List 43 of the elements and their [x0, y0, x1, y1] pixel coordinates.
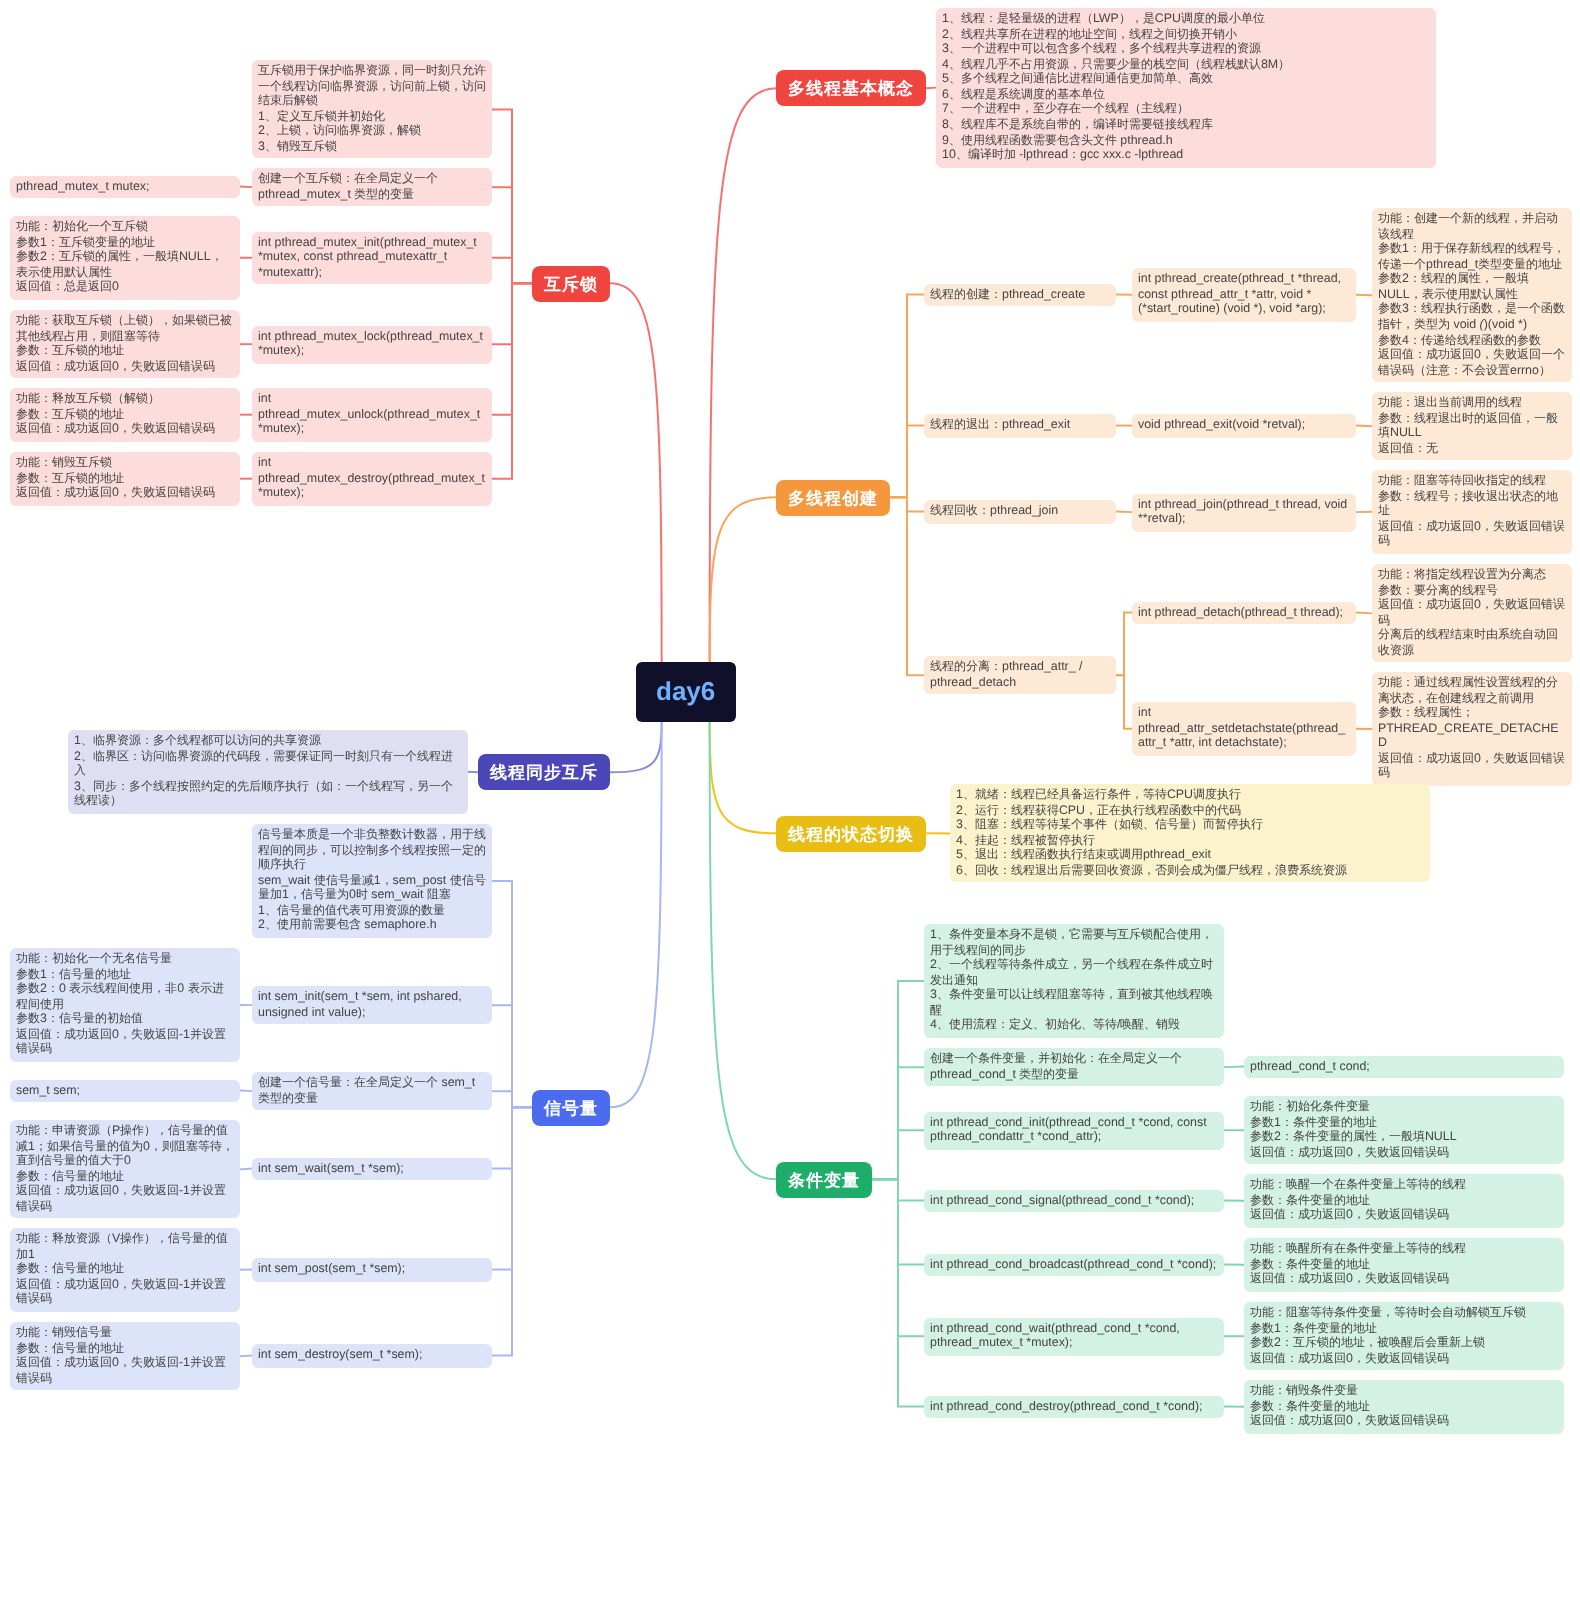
connector-line: [889, 496, 925, 677]
connector-line: [1355, 510, 1373, 514]
branch-topic: 信号量: [532, 1089, 610, 1126]
connector-line: [1223, 1335, 1245, 1338]
branch-topic: 条件变量: [776, 1161, 872, 1198]
connector-line: [1223, 1065, 1245, 1069]
branch-topic: 多线程基本概念: [776, 70, 926, 107]
connector-line: [1355, 727, 1373, 730]
branch-topic: 线程同步互斥: [478, 754, 610, 791]
connector-line: [708, 720, 777, 1181]
connector-line: [1223, 1199, 1245, 1202]
connector-line: [239, 185, 253, 189]
connector-line: [239, 343, 253, 346]
connector-line: [239, 256, 253, 259]
connector-line: [1115, 674, 1133, 730]
connector-line: [609, 282, 663, 663]
connector-line: [1355, 611, 1373, 615]
connector-line: [467, 770, 479, 774]
connector-line: [1115, 424, 1133, 427]
connector-line: [491, 282, 533, 480]
branch-topic: 线程的状态切换: [776, 815, 926, 852]
connector-line: [1355, 293, 1373, 297]
connector-line: [871, 1178, 925, 1408]
connector-line: [1115, 293, 1133, 296]
connector-line: [239, 1354, 253, 1358]
connector-line: [1115, 510, 1133, 514]
connector-line: [708, 496, 777, 663]
connector-line: [239, 1167, 253, 1171]
connector-line: [1223, 1263, 1245, 1266]
connector-line: [239, 477, 253, 480]
connector-line: [925, 86, 937, 90]
branch-topic: 互斥锁: [532, 265, 610, 302]
connector-line: [239, 1268, 253, 1271]
connector-line: [1223, 1405, 1245, 1408]
connector-line: [1355, 424, 1373, 428]
connector-line: [925, 832, 951, 835]
connector-line: [239, 413, 253, 416]
connector-line: [239, 1003, 253, 1007]
central-topic: day6: [636, 662, 736, 722]
branch-topic: 多线程创建: [776, 479, 890, 516]
connector-line: [1223, 1129, 1245, 1132]
connector-line: [239, 1089, 253, 1093]
connector-line: [609, 720, 663, 1109]
